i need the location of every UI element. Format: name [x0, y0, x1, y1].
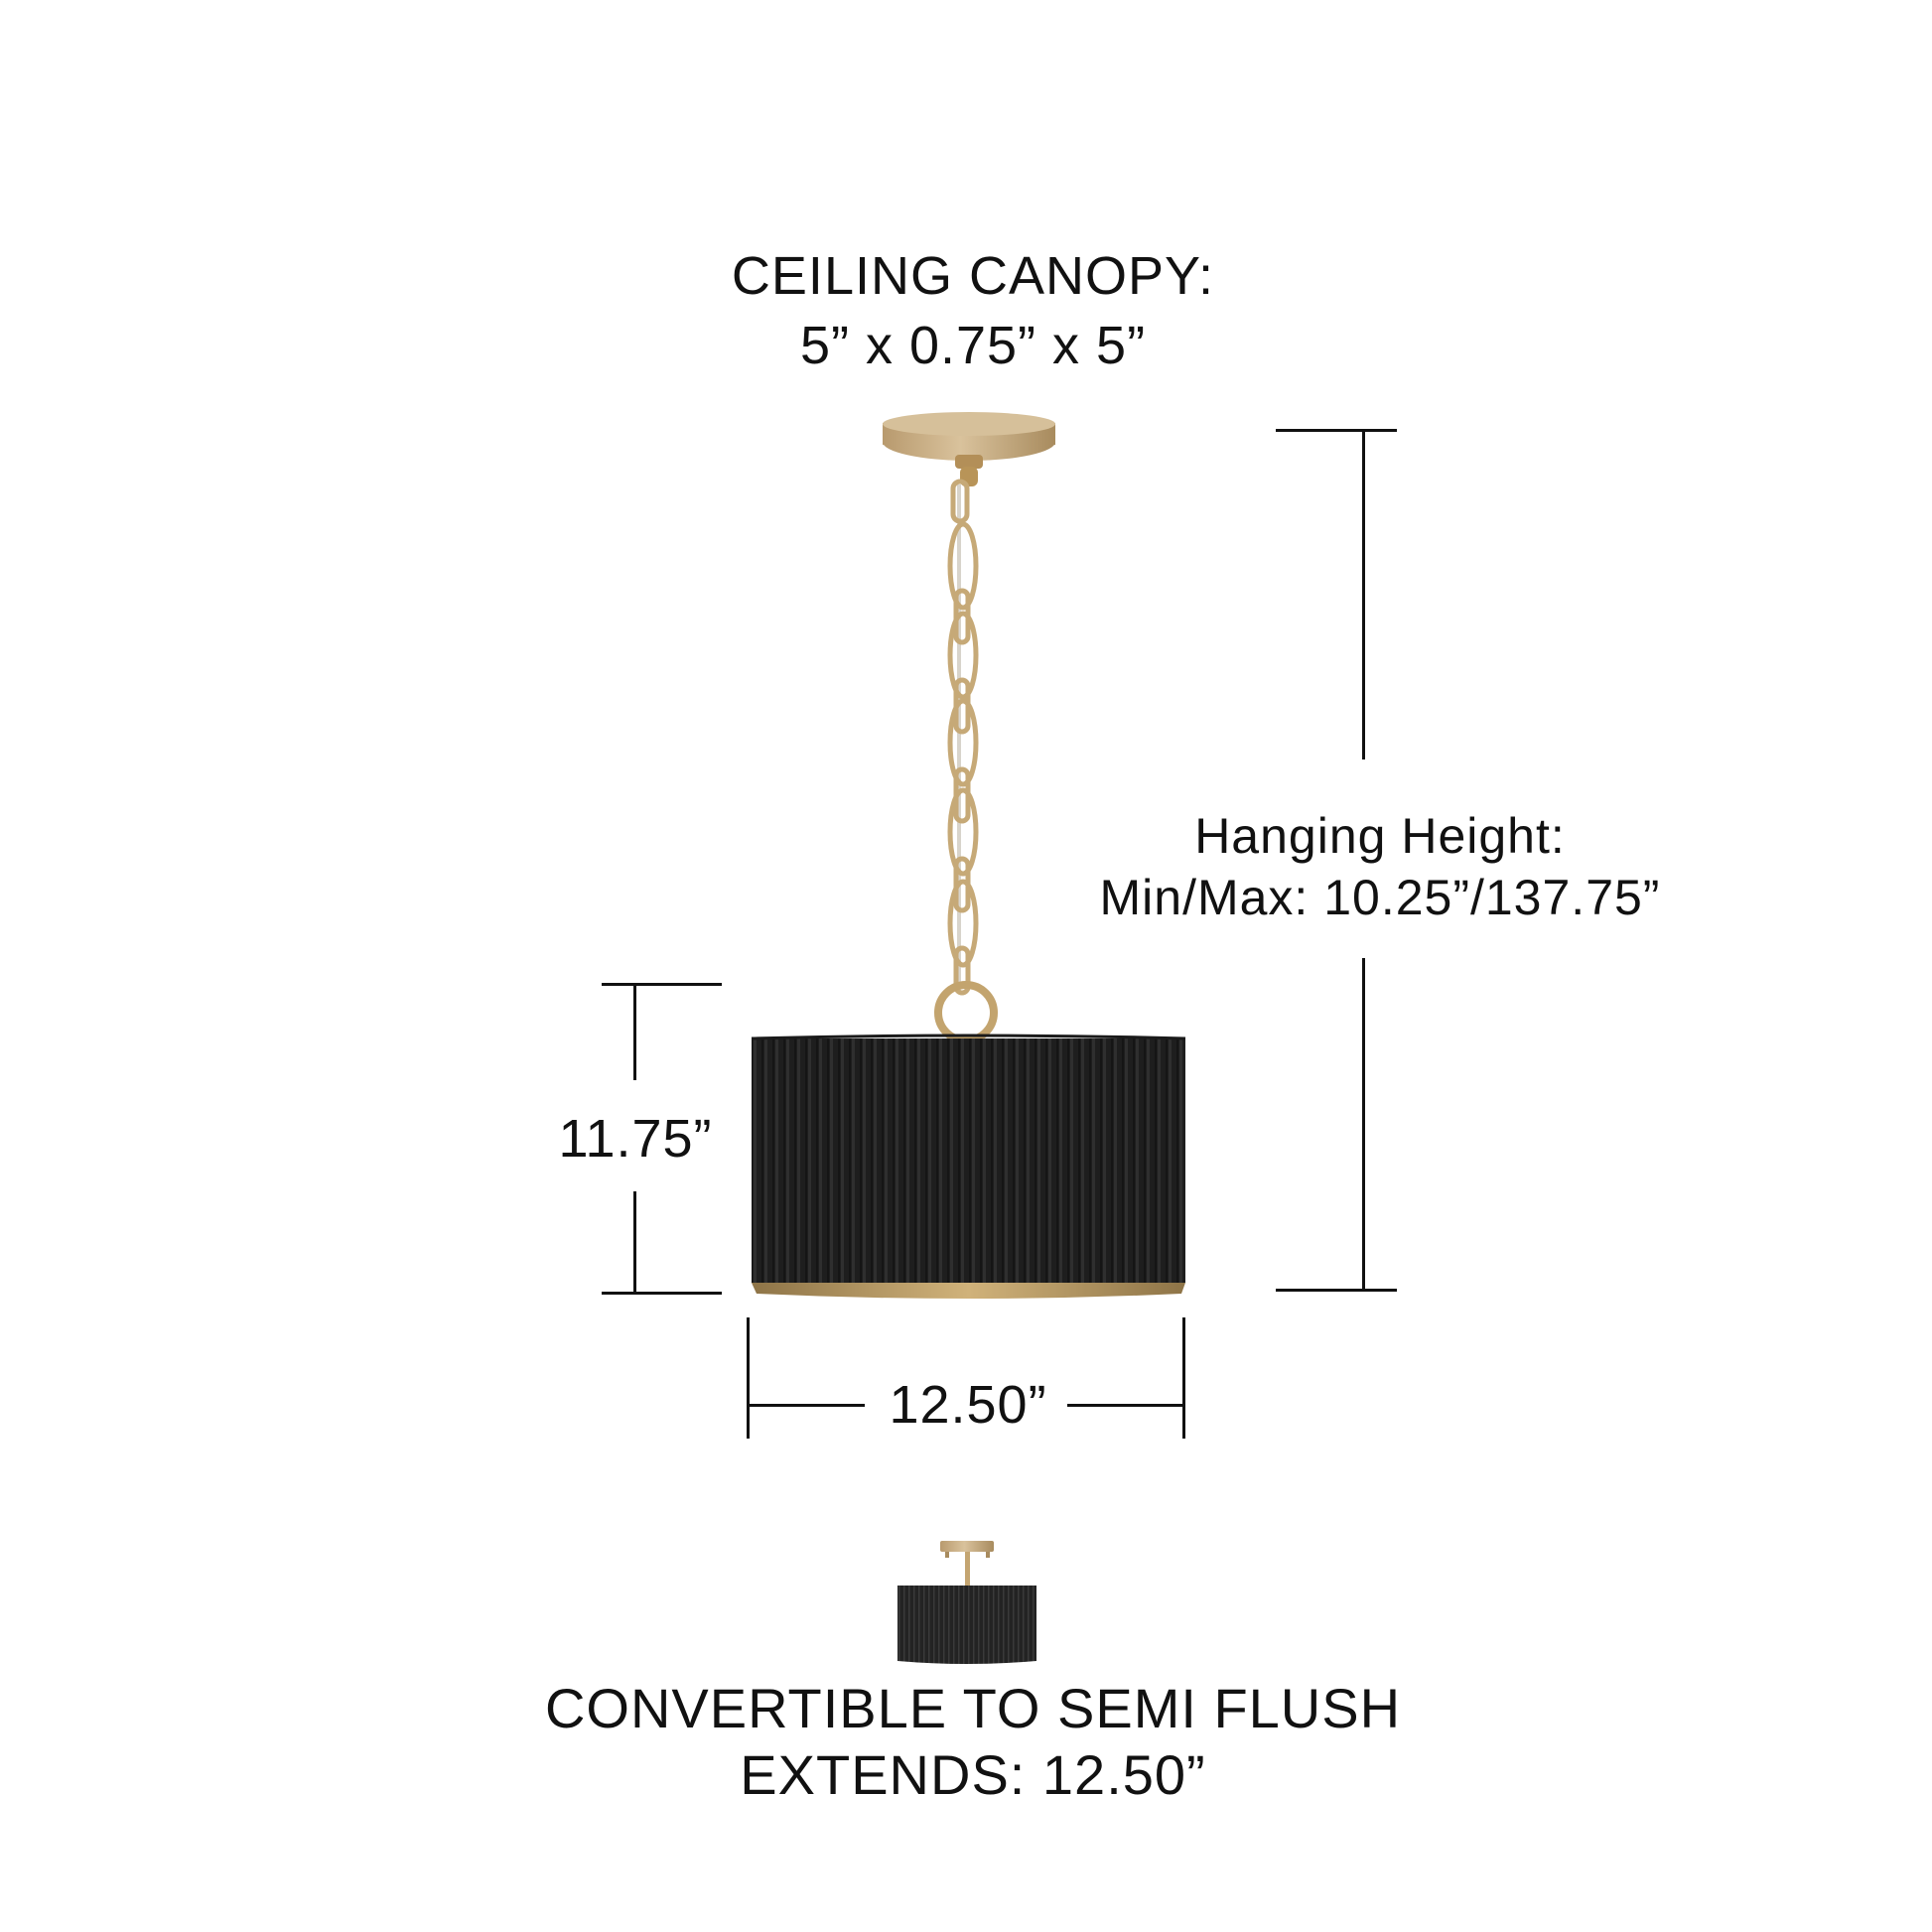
- shade-height-label: 11.75”: [558, 1109, 713, 1169]
- shade-width-left-line: [747, 1404, 865, 1407]
- shade-width-right-line: [1067, 1404, 1185, 1407]
- semi-flush-thumbnail: [897, 1541, 1036, 1664]
- shade-width-right-tick: [1182, 1317, 1185, 1439]
- ceiling-canopy: [883, 412, 1055, 486]
- hanging-bottom-tick: [1276, 1289, 1397, 1292]
- semi-flush-extends: EXTENDS: 12.50”: [740, 1743, 1206, 1806]
- shade-width-label: 12.50”: [889, 1375, 1047, 1435]
- semi-flush-title: CONVERTIBLE TO SEMI FLUSH: [544, 1677, 1402, 1739]
- hanging-upper-line: [1362, 429, 1365, 759]
- drum-shade: [751, 1034, 1186, 1299]
- shade-height-top-tick: [602, 983, 722, 986]
- canopy-size: 5” x 0.75” x 5”: [799, 316, 1147, 375]
- chain: [934, 479, 998, 1044]
- hanging-top-tick: [1276, 429, 1397, 432]
- shade-height-upper-line: [633, 983, 636, 1080]
- canopy-title: CEILING CANOPY:: [731, 246, 1215, 306]
- shade-width-left-tick: [747, 1317, 750, 1439]
- shade-height-lower-line: [633, 1191, 636, 1294]
- hanging-lower-line: [1362, 958, 1365, 1292]
- shade-height-bottom-tick: [602, 1292, 722, 1295]
- hanging-height-value: Min/Max: 10.25”/137.75”: [1099, 870, 1661, 925]
- hanging-height-title: Hanging Height:: [1194, 808, 1566, 864]
